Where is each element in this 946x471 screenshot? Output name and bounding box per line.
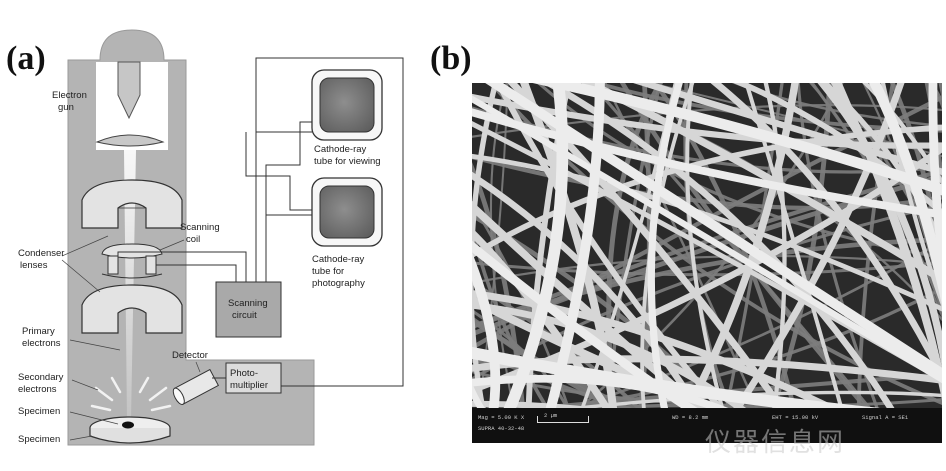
sem-micrograph	[472, 83, 942, 443]
label-crt-photo-3: photography	[312, 278, 365, 289]
watermark: 仪器信息网	[705, 428, 846, 458]
label-crt-viewing-1: Cathode-ray	[314, 144, 367, 155]
label-scanning-circuit-2: circuit	[232, 310, 257, 321]
crt-viewing	[311, 69, 383, 141]
nanofiber-image	[472, 83, 942, 443]
wiring	[117, 57, 404, 387]
info-signal: Signal A = SE1	[862, 414, 909, 421]
scanning-coil-right	[145, 255, 157, 275]
detector	[172, 368, 220, 405]
label-scanning-coil-2: coil	[186, 234, 200, 245]
label-condenser-2: lenses	[20, 260, 48, 271]
nanofiber	[862, 83, 942, 186]
label-secondary-2: electrons	[18, 384, 57, 395]
label-secondary-1: Secondary	[18, 372, 64, 383]
fibers-foreground-layer	[472, 83, 942, 443]
nanofiber	[532, 83, 942, 196]
scanning-coil-lower	[101, 273, 163, 279]
label-electron-gun-2: gun	[58, 102, 74, 113]
info-wd: WD = 8.2 mm	[672, 414, 709, 421]
specimen	[122, 421, 134, 429]
condenser-lens-lower	[81, 284, 183, 334]
sem-info-bar: Mag = 5.00 K X 2 µm SUPRA 40-32-48 WD = …	[472, 408, 942, 443]
condenser-lens-upper	[81, 179, 183, 229]
label-crt-viewing-2: tube for viewing	[314, 156, 381, 167]
label-specimen: Specimen	[18, 406, 60, 417]
nanofiber	[710, 83, 942, 383]
nanofiber	[472, 171, 722, 443]
panel-b-letter: (b)	[430, 40, 472, 77]
panel-a-letter: (a)	[6, 40, 46, 77]
nanofiber	[817, 83, 942, 369]
electron-gun-filament	[117, 61, 141, 120]
info-mag: Mag = 5.00 K X	[478, 414, 525, 421]
sem-schematic-diagram: Electron gun Scanning coil Condenser len…	[18, 29, 404, 446]
info-id: SUPRA 40-32-48	[478, 425, 525, 432]
nanofiber	[488, 83, 569, 443]
anode	[95, 134, 165, 147]
label-crt-photo-2: tube for	[312, 266, 344, 277]
label-detector: Detector	[172, 350, 208, 361]
label-specimen-stage: Specimen	[18, 434, 60, 445]
label-photomultiplier-2: multiplier	[230, 380, 268, 391]
label-scanning-circuit-1: Scanning	[228, 298, 268, 309]
specimen-stage-side	[89, 428, 171, 444]
scale-bar	[537, 416, 589, 423]
nanofiber	[928, 83, 942, 286]
label-primary-1: Primary	[22, 326, 55, 337]
nanofiber	[535, 83, 605, 443]
nanofiber	[731, 83, 942, 128]
scanning-coil-left	[107, 255, 119, 275]
label-electron-gun-1: Electron	[52, 90, 87, 101]
secondary-electron-rays	[90, 376, 172, 412]
label-crt-photo-1: Cathode-ray	[312, 254, 365, 265]
nanofiber	[647, 83, 683, 443]
nanofiber	[472, 260, 942, 277]
label-condenser-1: Condenser	[18, 248, 64, 259]
leader-lines	[61, 235, 201, 441]
scanning-circuit-box	[215, 281, 282, 338]
nanofiber	[472, 95, 942, 384]
info-eht: EHT = 15.00 kV	[772, 414, 819, 421]
scanning-coil-upper	[101, 243, 163, 259]
crt-photography	[311, 177, 383, 247]
label-photomultiplier-1: Photo-	[230, 368, 258, 379]
nanofiber	[640, 83, 695, 443]
info-scale-label: 2 µm	[544, 412, 558, 419]
label-primary-2: electrons	[22, 338, 61, 349]
label-scanning-coil-1: Scanning	[180, 222, 220, 233]
